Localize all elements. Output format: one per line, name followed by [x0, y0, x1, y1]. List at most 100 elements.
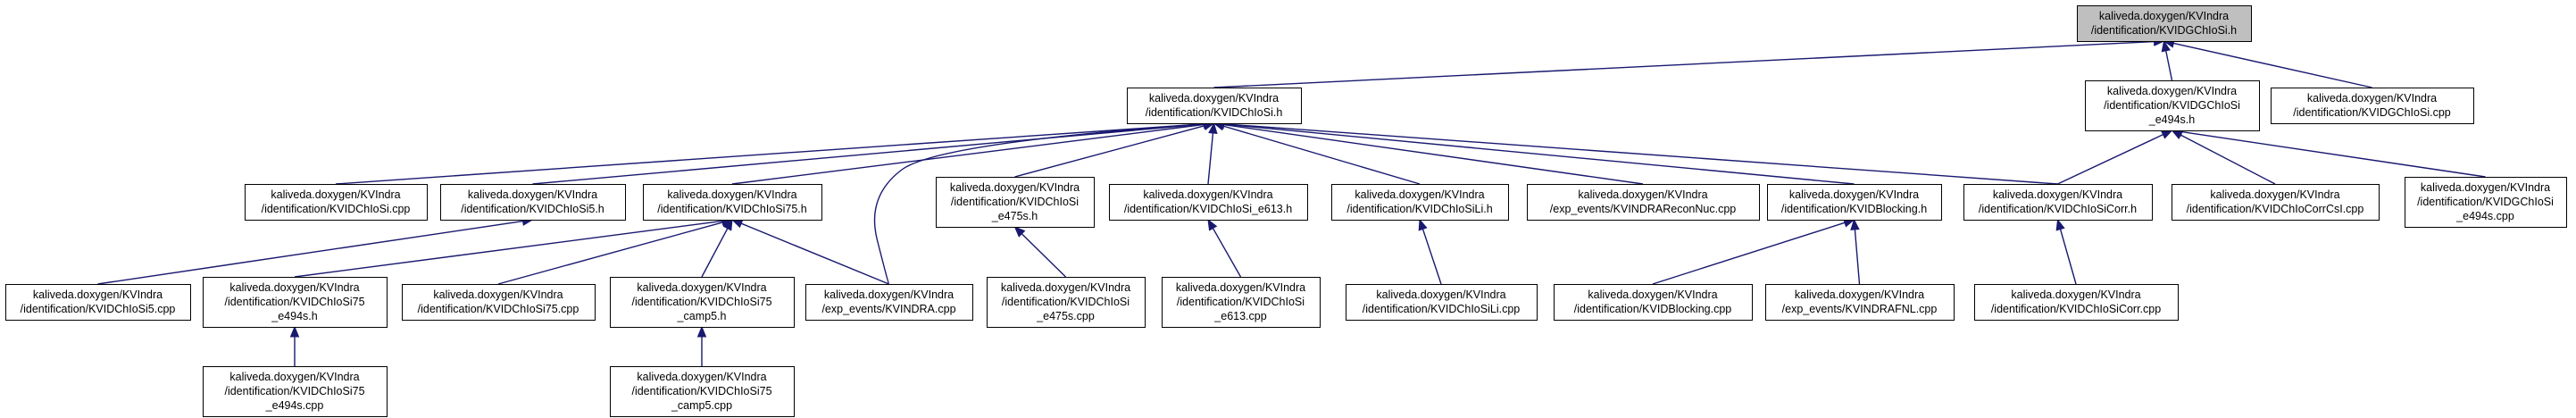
- edge-line: [731, 123, 1205, 185]
- edge-chiosi_h-to-root: [1213, 37, 2165, 88]
- node-e613-h[interactable]: kaliveda.doxygen/KVIndra/identification/…: [1109, 184, 1308, 221]
- edge-line: [1223, 123, 2058, 185]
- edge-arrowhead: [1208, 121, 1218, 134]
- node-label-line: /identification/KVIDChIoSi75: [224, 385, 364, 397]
- node-si75-h[interactable]: kaliveda.doxygen/KVIndra/identification/…: [643, 184, 822, 221]
- node-si75-cpp[interactable]: kaliveda.doxygen/KVIndra/identification/…: [402, 284, 596, 321]
- node-e613-cpp[interactable]: kaliveda.doxygen/KVIndra/identification/…: [1162, 277, 1321, 328]
- node-e494s-h[interactable]: kaliveda.doxygen/KVIndra/identification/…: [2085, 80, 2260, 131]
- edge-e475s_cpp-to-e475s_h: [1013, 226, 1066, 278]
- node-root[interactable]: kaliveda.doxygen/KVIndra/identification/…: [2077, 5, 2252, 42]
- node-box: [5, 284, 191, 321]
- node-label-line: kaliveda.doxygen/KVIndra: [2099, 10, 2229, 22]
- edge-kvindra_cpp-to-si75_h: [730, 219, 889, 285]
- node-si5-cpp[interactable]: kaliveda.doxygen/KVIndra/identification/…: [5, 284, 191, 321]
- edge-recon_cpp-to-chiosi_h: [1213, 120, 1644, 185]
- node-label-line: _e494s.h: [2148, 113, 2195, 126]
- node-label-line: /identification/KVIDChIoSi: [951, 196, 1079, 208]
- node-box: [1767, 184, 1942, 221]
- node-sili-h[interactable]: kaliveda.doxygen/KVIndra/identification/…: [1331, 184, 1509, 221]
- node-label-line: kaliveda.doxygen/KVIndra: [950, 181, 1080, 194]
- node-label-line: /exp_events/KVINDRAReconNuc.cpp: [1550, 203, 1736, 215]
- node-blocking-cpp[interactable]: kaliveda.doxygen/KVIndra/identification/…: [1554, 284, 1753, 321]
- edge-line: [1652, 222, 1846, 285]
- node-box: [805, 284, 973, 321]
- node-fnl-cpp[interactable]: kaliveda.doxygen/KVIndra/exp_events/KVIN…: [1765, 284, 1955, 321]
- node-label-line: /identification/KVIDChIoSiLi.cpp: [1363, 303, 1521, 315]
- edge-line: [701, 228, 729, 278]
- node-corr-h[interactable]: kaliveda.doxygen/KVIndra/identification/…: [1963, 184, 2153, 221]
- node-box: [610, 277, 795, 328]
- node-label-line: /identification/KVIDGChIoSi: [2104, 99, 2240, 112]
- node-kvindra-cpp[interactable]: kaliveda.doxygen/KVIndra/exp_events/KVIN…: [805, 284, 973, 321]
- node-si75e494-cpp[interactable]: kaliveda.doxygen/KVIndra/identification/…: [203, 366, 388, 417]
- edge-line: [1213, 40, 2155, 88]
- node-corrcsi-cpp[interactable]: kaliveda.doxygen/KVIndra/identification/…: [2172, 184, 2380, 221]
- node-sili-cpp[interactable]: kaliveda.doxygen/KVIndra/identification/…: [1346, 284, 1538, 321]
- node-g-cpp[interactable]: kaliveda.doxygen/KVIndra/identification/…: [2271, 88, 2474, 124]
- edge-corr_h-to-e494s_h: [2057, 130, 2173, 185]
- node-label-line: _e494s.cpp: [2455, 210, 2514, 222]
- edge-line: [2180, 134, 2276, 185]
- edge-si75_cpp-to-si75_h: [497, 217, 734, 285]
- node-si5-h[interactable]: kaliveda.doxygen/KVIndra/identification/…: [440, 184, 626, 221]
- node-label-line: _e475s.h: [991, 210, 1038, 222]
- edge-g_cpp-to-root: [2163, 38, 2372, 88]
- edge-arrowhead: [696, 325, 707, 338]
- node-label-line: /identification/KVIDChIoSi.h: [1146, 106, 1283, 119]
- edge-line: [1223, 123, 1855, 185]
- node-label-line: kaliveda.doxygen/KVIndra: [667, 188, 796, 201]
- edge-line: [294, 220, 723, 278]
- edge-arrowhead: [722, 218, 733, 231]
- node-label-line: _e475s.cpp: [1036, 310, 1095, 322]
- edge-sili_cpp-to-sili_h: [1418, 218, 1442, 285]
- node-box: [1127, 88, 1302, 124]
- edge-line: [97, 220, 523, 285]
- node-label-line: kaliveda.doxygen/KVIndra: [2421, 181, 2550, 194]
- edge-arrowhead: [289, 325, 300, 338]
- node-blocking-h[interactable]: kaliveda.doxygen/KVIndra/identification/…: [1767, 184, 1942, 221]
- node-label-line: kaliveda.doxygen/KVIndra: [1789, 188, 1919, 201]
- node-box: [936, 177, 1095, 228]
- node-label-line: /identification/KVIDChIoSi75: [631, 296, 771, 308]
- edge-arrowhead: [2055, 218, 2065, 231]
- node-chiosi-cpp[interactable]: kaliveda.doxygen/KVIndra/identification/…: [245, 184, 428, 221]
- node-label-line: kaliveda.doxygen/KVIndra: [1355, 188, 1484, 201]
- node-label-line: kaliveda.doxygen/KVIndra: [229, 371, 359, 383]
- node-label-line: /identification/KVIDChIoSi75.h: [657, 203, 807, 215]
- node-box: [1346, 284, 1538, 321]
- node-label-line: _camp5.h: [677, 310, 727, 322]
- node-box: [2271, 88, 2474, 124]
- node-label-line: kaliveda.doxygen/KVIndra: [2307, 92, 2437, 104]
- node-e475s-cpp[interactable]: kaliveda.doxygen/KVIndra/identification/…: [987, 277, 1146, 328]
- node-label-line: kaliveda.doxygen/KVIndra: [468, 188, 597, 201]
- node-recon-cpp[interactable]: kaliveda.doxygen/KVIndra/exp_events/KVIN…: [1527, 184, 1760, 221]
- node-label-line: /identification/KVIDChIoSiCorr.cpp: [1991, 303, 2161, 315]
- node-camp5-h[interactable]: kaliveda.doxygen/KVIndra/identification/…: [610, 277, 795, 328]
- node-corr-cpp[interactable]: kaliveda.doxygen/KVIndra/identification/…: [1974, 284, 2179, 321]
- edge-fnl_cpp-to-blocking_h: [1850, 218, 1861, 285]
- edge-si75e494_cpp-to-si75e494_h: [289, 325, 300, 366]
- edge-camp5_h-to-si75_h: [701, 218, 733, 278]
- edge-chiosi_cpp-to-chiosi_h: [335, 119, 1215, 185]
- node-box: [1331, 184, 1509, 221]
- node-label-line: kaliveda.doxygen/KVIndra: [1176, 281, 1305, 294]
- node-label-line: /identification/KVIDChIoSiLi.h: [1346, 203, 1492, 215]
- node-box: [1162, 277, 1321, 328]
- node-camp5-cpp[interactable]: kaliveda.doxygen/KVIndra/identification/…: [610, 366, 795, 417]
- node-e475s-h[interactable]: kaliveda.doxygen/KVIndra/identification/…: [936, 177, 1095, 228]
- node-label-line: /identification/KVIDChIoSi75.cpp: [418, 303, 579, 315]
- node-chiosi-h[interactable]: kaliveda.doxygen/KVIndra/identification/…: [1127, 88, 1302, 124]
- edge-line: [2059, 229, 2077, 285]
- node-ge494s-cpp[interactable]: kaliveda.doxygen/KVIndra/identification/…: [2405, 177, 2567, 228]
- node-label-line: kaliveda.doxygen/KVIndra: [271, 188, 400, 201]
- edge-line: [2057, 134, 2163, 185]
- node-label-line: /identification/KVIDBlocking.h: [1781, 203, 1927, 215]
- node-label-line: kaliveda.doxygen/KVIndra: [1993, 188, 2122, 201]
- edge-e494s_h-to-root: [2161, 39, 2173, 81]
- node-si75e494-h[interactable]: kaliveda.doxygen/KVIndra/identification/…: [203, 277, 388, 328]
- edge-line: [2173, 42, 2372, 88]
- edge-line: [497, 222, 723, 285]
- node-box: [1974, 284, 2179, 321]
- node-label-line: /identification/KVIDChIoSi5.cpp: [21, 303, 176, 315]
